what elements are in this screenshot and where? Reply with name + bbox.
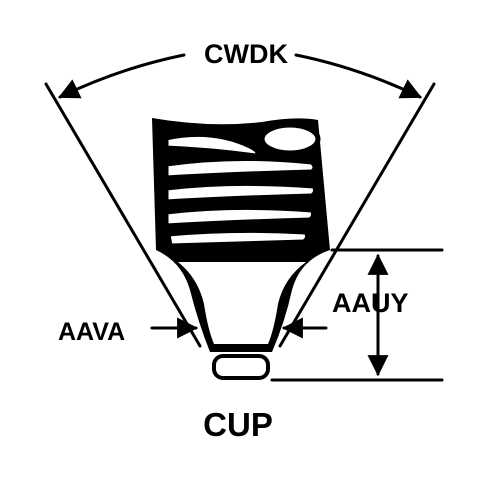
thread-line-2 xyxy=(163,180,319,205)
angle-extension-line-right xyxy=(278,82,436,348)
angle-extension-line-left xyxy=(44,82,202,348)
thread-line-1 xyxy=(163,155,318,181)
thread-line-4 xyxy=(165,227,311,249)
thread-top xyxy=(163,131,261,159)
angle-label: CWDK xyxy=(204,39,288,69)
angle-arc-right xyxy=(294,53,422,99)
point-length-label: AAUY xyxy=(332,288,409,318)
thread-line-3 xyxy=(163,204,317,229)
point-diameter-label: AAVA xyxy=(58,318,125,346)
thread-crest xyxy=(259,122,321,156)
angle-arc-left xyxy=(58,53,186,99)
screw-body xyxy=(152,118,330,380)
shank-inner xyxy=(178,262,306,344)
cup-tip xyxy=(212,354,270,380)
diagram-title: CUP xyxy=(203,406,273,443)
angle-dimension: CWDK xyxy=(44,39,436,348)
point-length-dimension: AAUY xyxy=(270,248,444,382)
point-diameter-dimension: AAVA xyxy=(58,317,328,346)
